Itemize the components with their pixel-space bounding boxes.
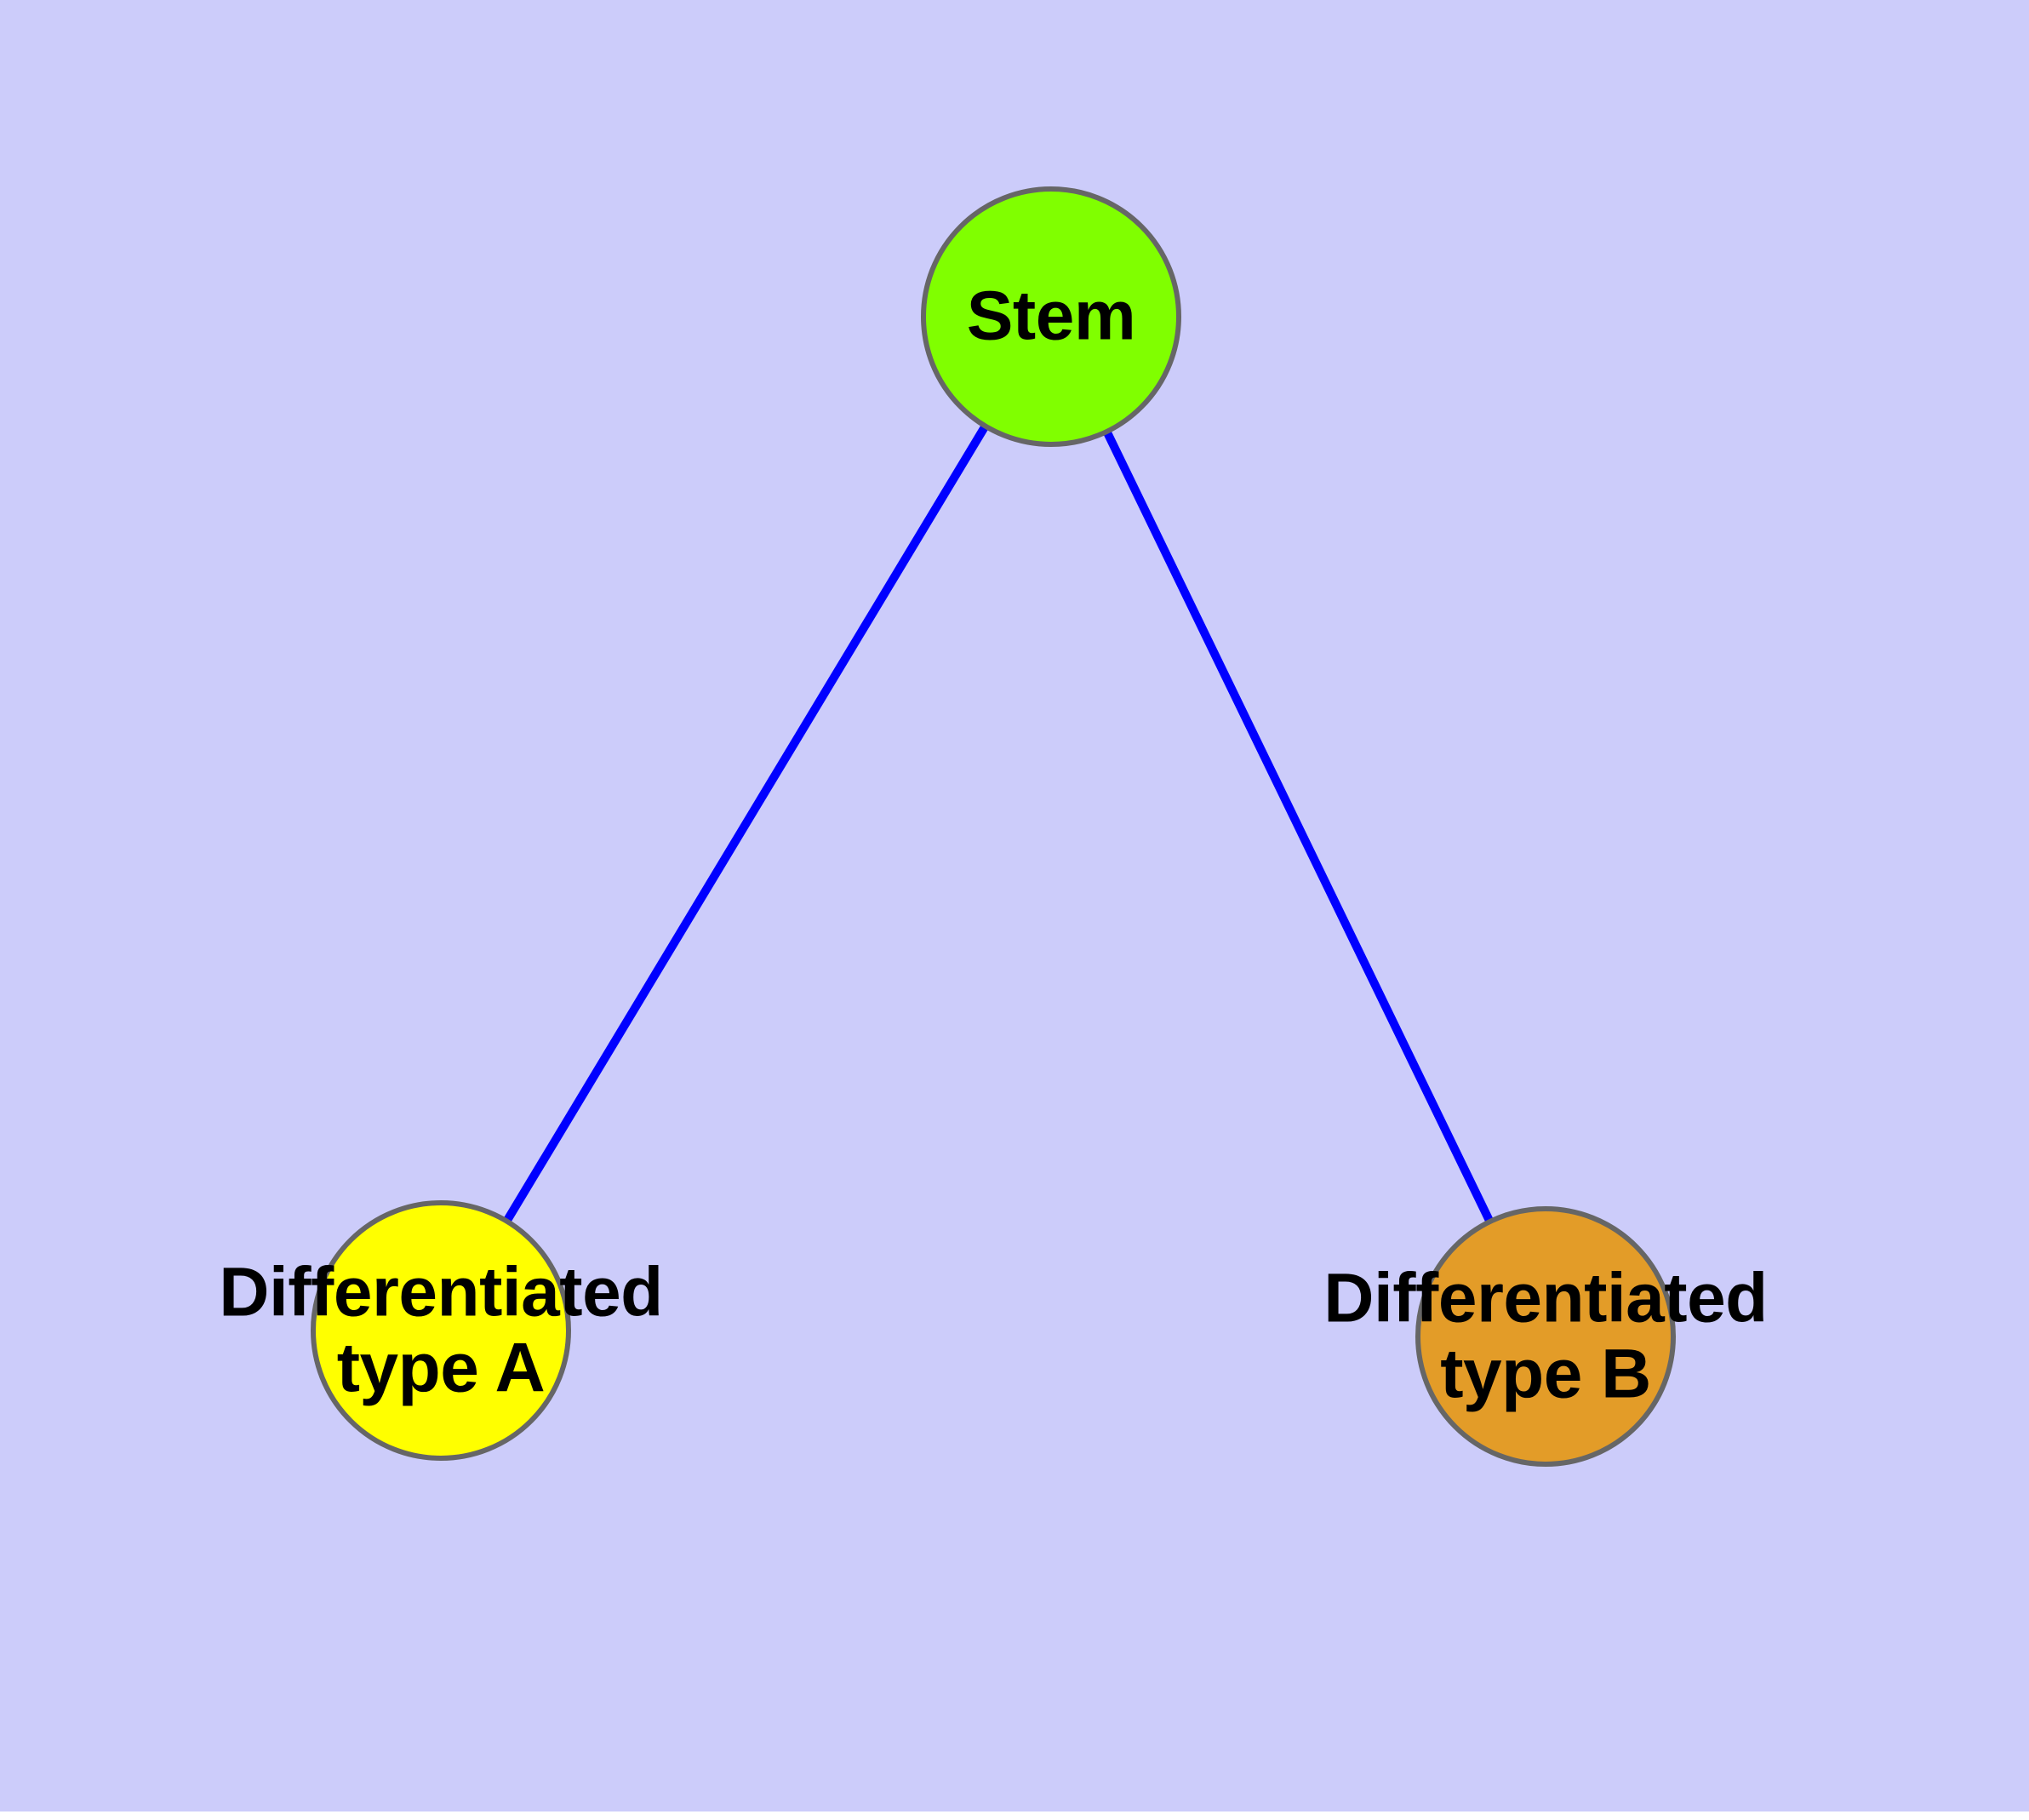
graph-node-diff_b[interactable] [1415,1206,1676,1467]
graph-node-diff_a[interactable] [311,1200,571,1461]
graph-edge-stem-to-a [437,314,1055,1333]
edge-layer [437,314,1550,1339]
node-layer [311,186,1676,1467]
graph-edge-stem-to-b [1047,314,1550,1339]
graph-node-stem[interactable] [921,186,1181,447]
